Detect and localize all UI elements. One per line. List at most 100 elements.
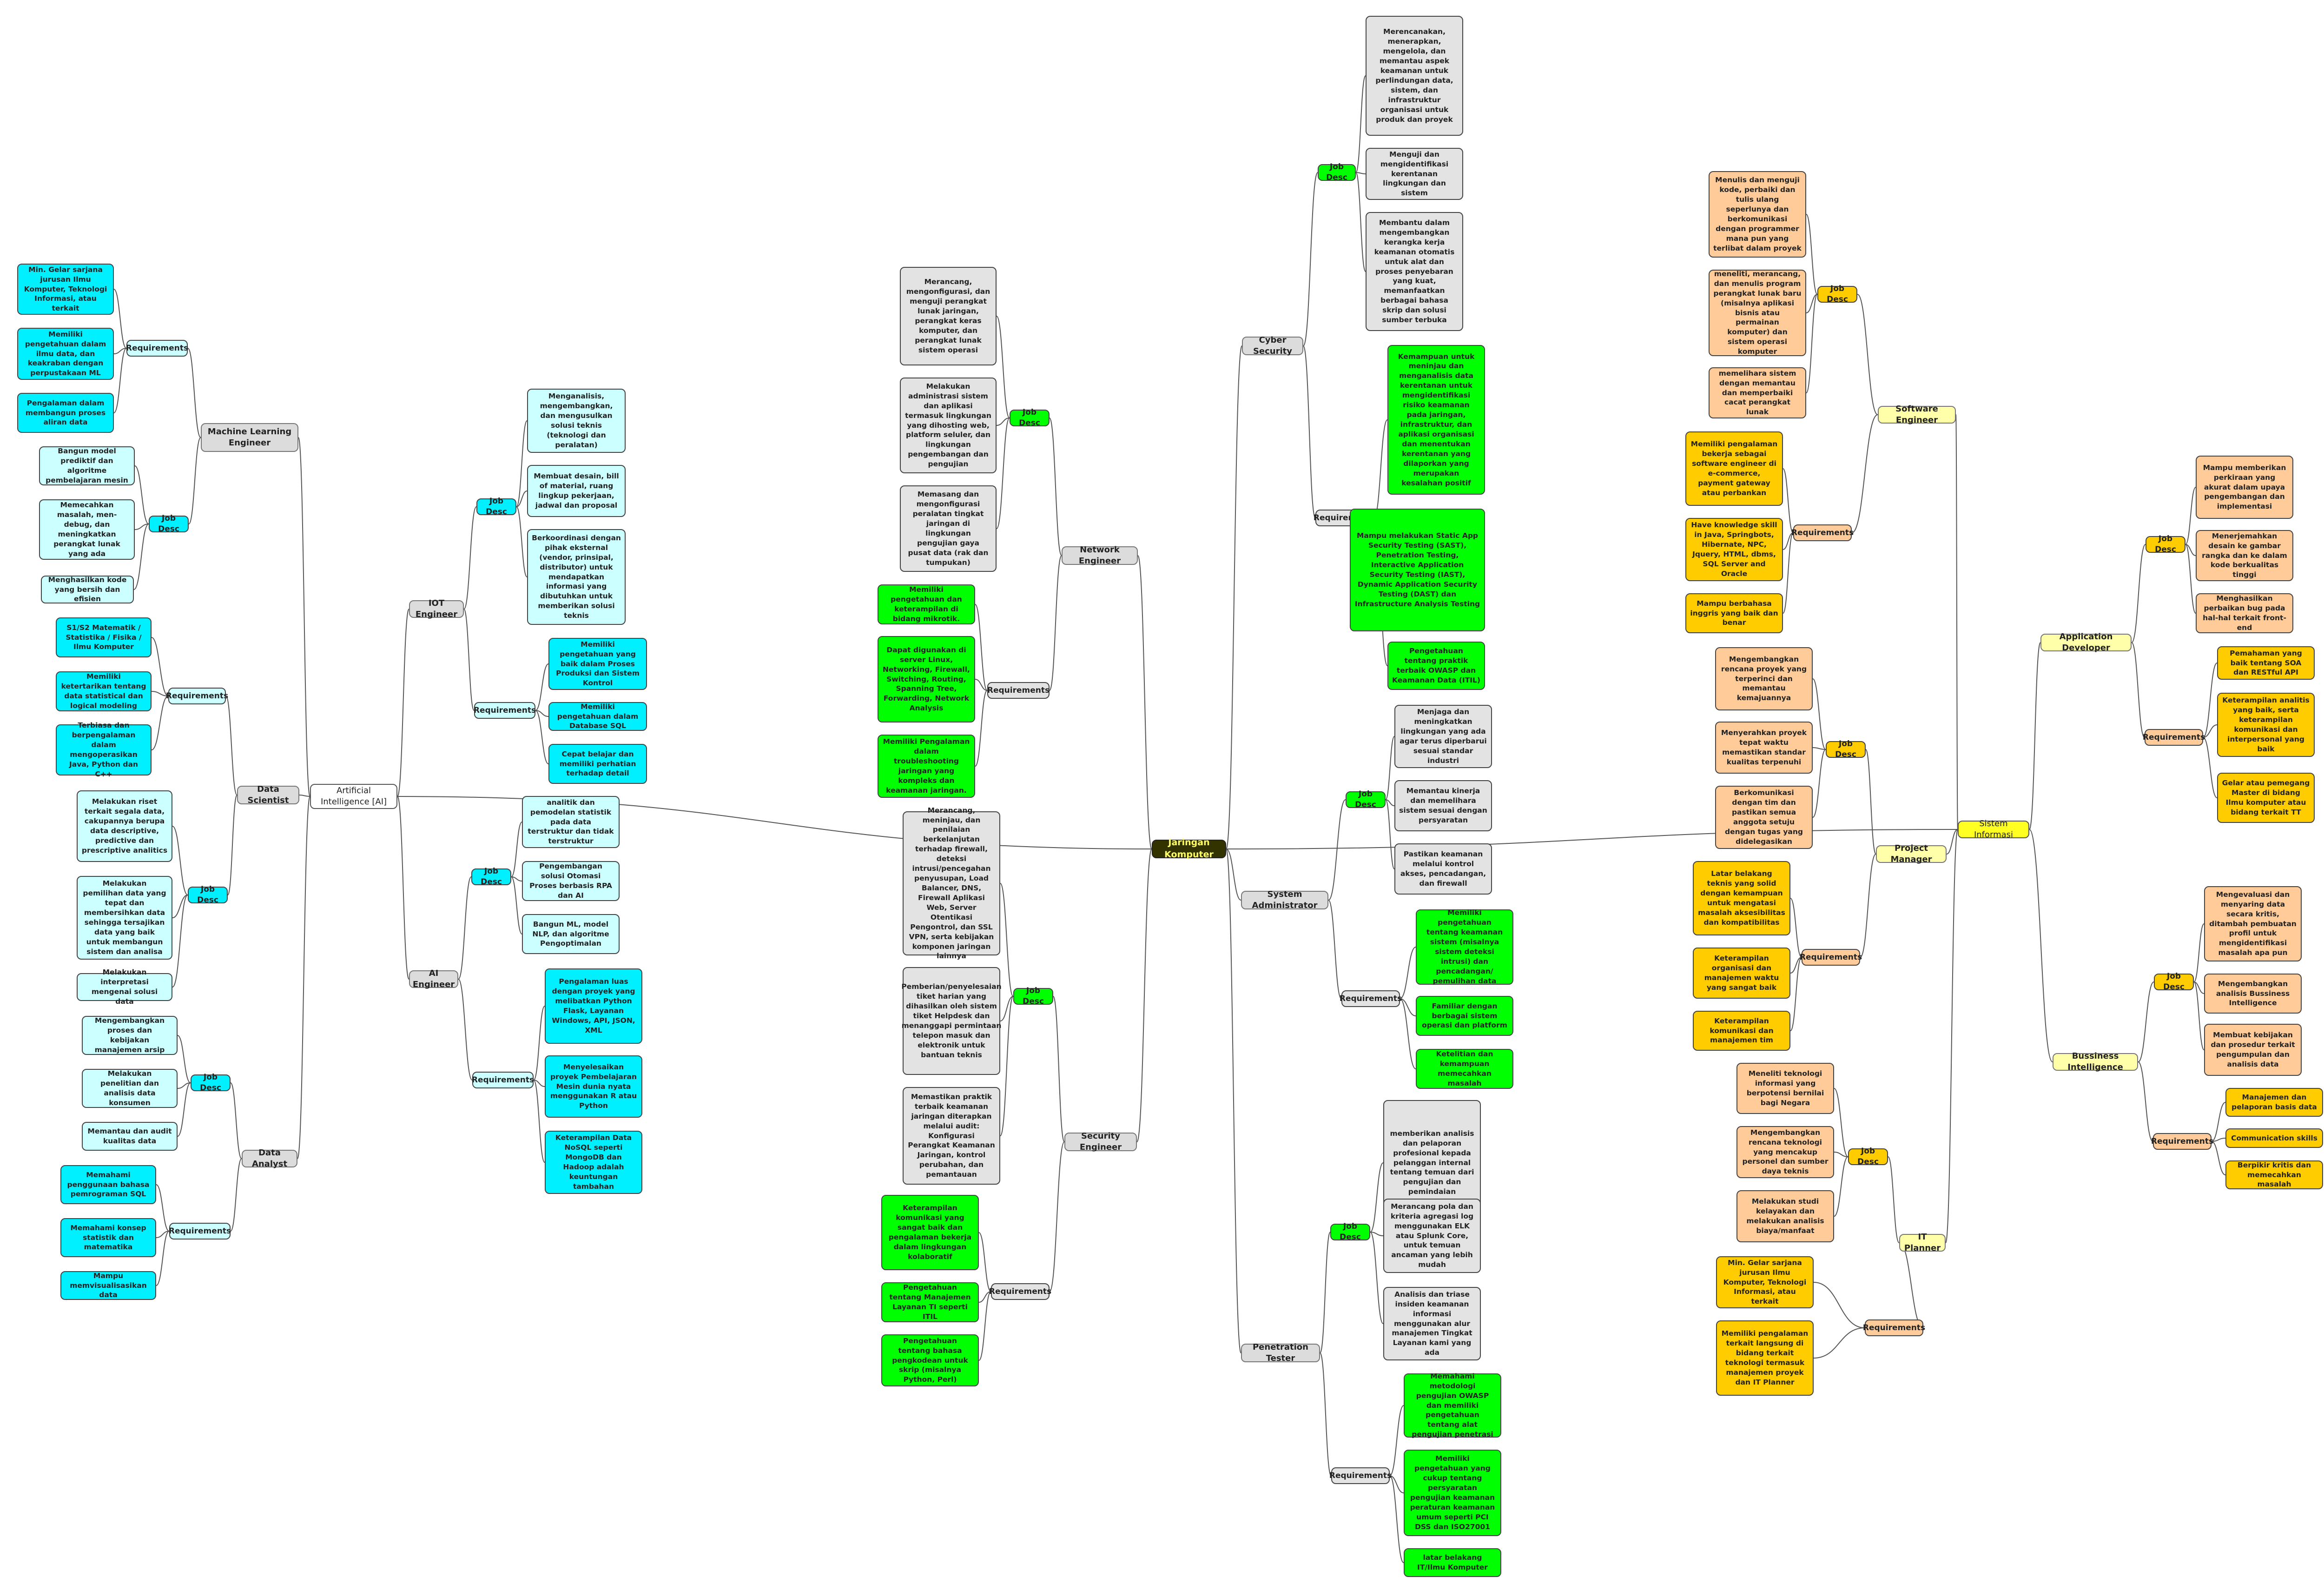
requirements-node-ds-req: Requirements <box>166 688 228 704</box>
detail-node-sa-j2: Memantau kinerja dan memelihara sistem s… <box>1394 780 1492 831</box>
detail-node-pt-j2: Merancang pola dan kriteria agregasi log… <box>1383 1199 1481 1273</box>
career-node-ml: Machine Learning Engineer <box>201 423 298 452</box>
connector-ne_req-ne_r3 <box>975 690 988 767</box>
connector-da_req-da_r3 <box>156 1231 170 1286</box>
job-desc-node-pm-job: Job Desc <box>1826 739 1866 759</box>
job-desc-node-itp-job: Job Desc <box>1848 1147 1888 1167</box>
detail-node-cs-r3: Pengetahuan tentang praktik terbaik OWAS… <box>1387 642 1485 690</box>
connector-swe_job-swe_j1 <box>1806 214 1818 295</box>
connector-ne-ne_job <box>1049 418 1062 556</box>
detail-node-sa-r1: Memiliki pengetahuan tentang keamanan si… <box>1416 908 1513 985</box>
detail-node-ds-j2: Melakukan pemilihan data yang tepat dan … <box>77 876 172 960</box>
detail-node-swe-j3: memelihara sistem dengan memantau dan me… <box>1709 367 1806 418</box>
detail-node-pt-r1: Memahami metodologi pengujian OWASP dan … <box>1404 1372 1501 1439</box>
connector-itp_job-itp_j2 <box>1834 1152 1849 1157</box>
detail-node-ad-r3: Gelar atau pemegang Master di bidang Ilm… <box>2217 773 2315 823</box>
connector-ad_req-ad_r2 <box>2203 724 2218 738</box>
career-node-itp: IT Planner <box>1899 1232 1946 1253</box>
connector-itp_req-itp_r2 <box>1813 1327 1865 1359</box>
detail-node-ne-r1: Memiliki pengetahuan dan keterampilan di… <box>878 584 975 624</box>
connector-ad_job-ad_j2 <box>2185 544 2196 556</box>
detail-node-ne-j3: Memasang dan mengonfigurasi peralatan ti… <box>900 485 997 572</box>
connector-pt_req-pt_r2 <box>1389 1475 1404 1493</box>
detail-node-cs-j2: Menguji dan mengidentifikasi kerentanan … <box>1366 148 1463 200</box>
connector-bi_job-bi_j2 <box>2193 981 2205 994</box>
detail-node-ds-j3: Melakukan interpretasi mengenai solusi d… <box>77 968 172 1006</box>
job-desc-node-bi-job: Job Desc <box>2154 972 2194 992</box>
requirements-node-da-req: Requirements <box>169 1223 231 1240</box>
requirements-node-pm-req: Requirements <box>1800 949 1862 966</box>
connector-aie-aie_req <box>458 979 473 1081</box>
connector-da_req-da_r2 <box>156 1231 170 1238</box>
detail-node-cs-j3: Membantu dalam mengembangkan kerangka ke… <box>1366 212 1463 331</box>
job-desc-node-aie-job: Job Desc <box>471 867 511 887</box>
connector-ml_req-ml_r1 <box>113 289 127 349</box>
detail-node-ne-j1: Merancang, mengonfigurasi, dan menguji p… <box>900 267 997 365</box>
requirements-node-ne-req: Requirements <box>987 682 1050 699</box>
detail-node-aie-r1: Pengalaman luas dengan proyek yang melib… <box>545 968 642 1044</box>
connector-ds-ds_req <box>225 696 238 796</box>
connector-ne_job-ne_j2 <box>996 418 1010 426</box>
detail-node-sa-r3: Ketelitian dan kemampuan memecahkan masa… <box>1416 1049 1513 1089</box>
connector-ds-ds_job <box>227 795 238 895</box>
detail-node-ml-r2: Memiliki pengetahuan dalam ilmu data, da… <box>17 328 114 380</box>
detail-node-cs-j1: Merencanakan, menerapkan, mengelola, dan… <box>1366 16 1463 136</box>
detail-node-aie-r2: Menyelesaikan proyek Pembelajaran Mesin … <box>545 1055 642 1118</box>
connector-da_job-da_j3 <box>177 1082 191 1137</box>
detail-node-pm-r3: Keterampilan komunikasi dan manajemen ti… <box>1693 1011 1790 1051</box>
detail-node-pt-r3: latar belakang IT/Ilmu Komputer <box>1404 1548 1501 1577</box>
connector-ai-ds <box>299 795 310 797</box>
connector-sa_job-sa_j1 <box>1385 736 1395 800</box>
connector-se_job-se_j1 <box>1000 883 1014 997</box>
connector-pm_req-pm_r1 <box>1790 898 1802 958</box>
detail-node-iot-j2: Membuat desain, bill of material, ruang … <box>527 465 626 517</box>
connector-iot_job-iot_j1 <box>516 420 528 507</box>
connector-se_req-se_r2 <box>978 1291 991 1303</box>
detail-node-iot-r1: Memiliki pengetahuan yang baik dalam Pro… <box>548 638 647 690</box>
connector-root-sa <box>1226 849 1241 901</box>
detail-node-swe-j1: Menulis dan menguji kode, perbaiki dan t… <box>1709 171 1806 258</box>
connector-bi-bi_job <box>2138 981 2154 1062</box>
connector-swe_req-swe_r2 <box>1783 532 1794 550</box>
detail-node-ml-r3: Pengalaman dalam membangun proses aliran… <box>17 393 114 433</box>
requirements-node-swe-req: Requirements <box>1791 524 1854 541</box>
connector-aie_job-aie_j1 <box>511 822 522 877</box>
detail-node-ds-r1: S1/S2 Matematik / Statistika / Fisika / … <box>56 617 152 657</box>
career-node-pt: Penetration Tester <box>1241 1342 1320 1363</box>
connector-se_job-se_j3 <box>1000 996 1014 1136</box>
connector-pm_job-pm_j2 <box>1812 747 1826 750</box>
job-desc-node-iot-job: Job Desc <box>476 497 516 517</box>
requirements-node-ad-req: Requirements <box>2143 729 2205 746</box>
detail-node-ml-j2: Memecahkan masalah, men-debug, dan menin… <box>39 499 135 560</box>
connector-ml_job-ml_j3 <box>133 524 149 590</box>
detail-node-ne-r3: Memiliki Pengalaman dalam troubleshootin… <box>878 735 975 798</box>
connector-ad_job-ad_j3 <box>2185 544 2196 614</box>
career-node-se: Security Engineer <box>1064 1131 1137 1152</box>
connector-cs_job-cs_j1 <box>1355 75 1366 173</box>
career-node-aie: AI Engineer <box>409 968 458 989</box>
connector-sa-sa_job <box>1328 799 1346 901</box>
root-topic-root: Jaringan Komputer <box>1152 837 1226 860</box>
connector-cs_job-cs_j2 <box>1355 172 1366 174</box>
job-desc-node-ds-job: Job Desc <box>188 885 228 905</box>
detail-node-ad-j1: Mampu memberikan perkiraan yang akurat d… <box>2196 456 2293 519</box>
connector-aie_req-aie_r2 <box>533 1080 545 1087</box>
detail-node-ad-r2: Keterampilan analitis yang baik, serta k… <box>2217 693 2315 757</box>
detail-node-sa-j3: Pastikan keamanan melalui kontrol akses,… <box>1394 843 1492 895</box>
connector-root-se <box>1136 849 1152 1142</box>
connector-ad_req-ad_r3 <box>2203 737 2218 798</box>
detail-node-bi-j1: Mengevaluasi dan menyaring data secara k… <box>2204 886 2302 961</box>
connector-pm_req-pm_r3 <box>1790 957 1802 1031</box>
detail-node-ds-r2: Memiliki ketertarikan tentang data stati… <box>56 671 152 711</box>
connector-si-swe <box>1955 414 1958 830</box>
job-desc-node-ml-job: Job Desc <box>149 514 189 534</box>
detail-node-da-j2: Melakukan penelitian dan analisis data k… <box>82 1069 178 1108</box>
requirements-node-iot-req: Requirements <box>474 702 536 719</box>
connector-bi_req-bi_r2 <box>2211 1138 2226 1142</box>
connector-ne-ne_req <box>1049 555 1062 691</box>
connector-ad-ad_job <box>2131 544 2146 643</box>
requirements-node-bi-req: Requirements <box>2151 1133 2213 1150</box>
connector-cs-cs_job <box>1303 172 1318 346</box>
detail-node-se-j2: Pemberian/penyelesaian tiket harian yang… <box>901 967 1002 1075</box>
